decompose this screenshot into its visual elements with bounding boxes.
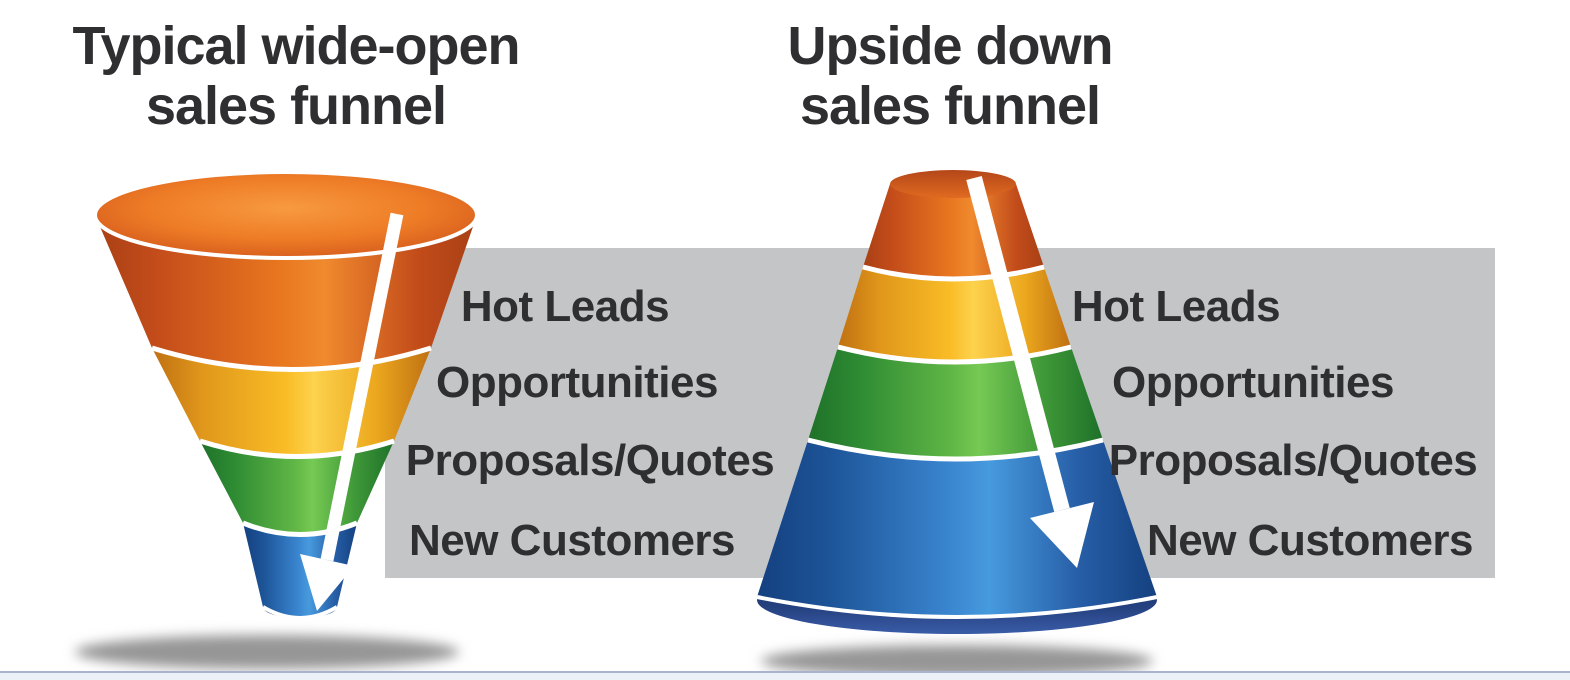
left-funnel-title-line1: Typical wide-open [72, 16, 520, 76]
right-stage-label-proposals-quotes: Proposals/Quotes [1108, 436, 1478, 485]
left-stage-label-proposals-quotes: Proposals/Quotes [405, 436, 775, 485]
left-funnel-top-opening [93, 170, 479, 260]
left-funnel-title: Typical wide-open sales funnel [72, 16, 520, 136]
right-stage-label-opportunities: Opportunities [1112, 358, 1394, 407]
right-funnel-stage-new-customers [757, 440, 1157, 617]
left-funnel [93, 170, 479, 620]
left-stage-label-hot-leads: Hot Leads [460, 282, 670, 331]
left-stage-label-new-customers: New Customers [408, 516, 736, 565]
left-stage-label-opportunities: Opportunities [436, 358, 718, 407]
right-stage-label-hot-leads: Hot Leads [1071, 282, 1281, 331]
left-funnel-title-line2: sales funnel [145, 76, 447, 136]
right-funnel-stage-hot-leads [863, 184, 1044, 279]
left-funnel-stage-separators [151, 345, 432, 620]
left-funnel-flow-arrow [300, 212, 404, 611]
left-funnel-shadow [75, 635, 459, 669]
bottom-edge-bar [0, 671, 1570, 680]
right-funnel-top-cap [890, 170, 1016, 198]
right-funnel-title: Upside down sales funnel [787, 16, 1114, 136]
right-funnel-flow-arrow [966, 175, 1094, 568]
right-stage-label-new-customers: New Customers [1146, 516, 1474, 565]
right-funnel-shadow [761, 645, 1153, 677]
right-funnel-title-line2: sales funnel [799, 76, 1101, 136]
right-funnel-stage-separators [756, 264, 1158, 619]
right-funnel-title-line1: Upside down [787, 16, 1114, 76]
right-funnel [756, 170, 1158, 634]
